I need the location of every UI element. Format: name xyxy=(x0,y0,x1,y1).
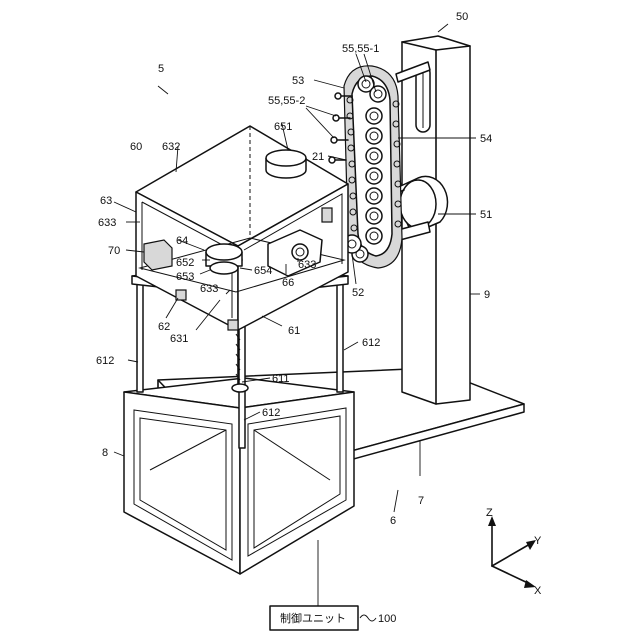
label-51: 51 xyxy=(480,209,492,221)
label-62: 62 xyxy=(158,321,170,333)
label-52: 52 xyxy=(352,287,364,299)
camera xyxy=(266,150,306,178)
label-z: Z xyxy=(486,507,493,519)
label-x: X xyxy=(534,585,542,597)
label-631: 631 xyxy=(170,333,188,345)
label-612-a: 612 xyxy=(96,355,114,367)
label-64: 64 xyxy=(176,235,188,247)
label-100: 100 xyxy=(378,613,396,625)
label-9: 9 xyxy=(484,289,490,301)
label-55-1: 55,55-1 xyxy=(342,43,379,55)
label-50: 50 xyxy=(456,11,468,23)
axes xyxy=(488,516,536,588)
label-55-2: 55,55-2 xyxy=(268,95,305,107)
label-6: 6 xyxy=(390,515,396,527)
label-8: 8 xyxy=(102,447,108,459)
control-unit-label: 制御ユニット xyxy=(280,611,346,625)
label-66: 66 xyxy=(282,277,294,289)
label-653: 653 xyxy=(176,271,194,283)
label-633-c: 633 xyxy=(200,283,218,295)
label-654: 654 xyxy=(254,265,272,277)
label-7: 7 xyxy=(418,495,424,507)
label-612-c: 612 xyxy=(262,407,280,419)
label-5: 5 xyxy=(158,63,164,75)
label-611: 611 xyxy=(272,373,290,385)
label-633-a: 633 xyxy=(98,217,116,229)
label-21: 21 xyxy=(312,151,324,163)
label-652: 652 xyxy=(176,257,194,269)
label-70: 70 xyxy=(108,245,120,257)
label-60: 60 xyxy=(130,141,142,153)
label-y: Y xyxy=(534,535,542,547)
label-612-b: 612 xyxy=(362,337,380,349)
label-651: 651 xyxy=(274,121,292,133)
label-54: 54 xyxy=(480,133,492,145)
label-53: 53 xyxy=(292,75,304,87)
label-633-b: 633 xyxy=(298,259,316,271)
label-63: 63 xyxy=(100,195,112,207)
label-61: 61 xyxy=(288,325,300,337)
label-632: 632 xyxy=(162,141,180,153)
